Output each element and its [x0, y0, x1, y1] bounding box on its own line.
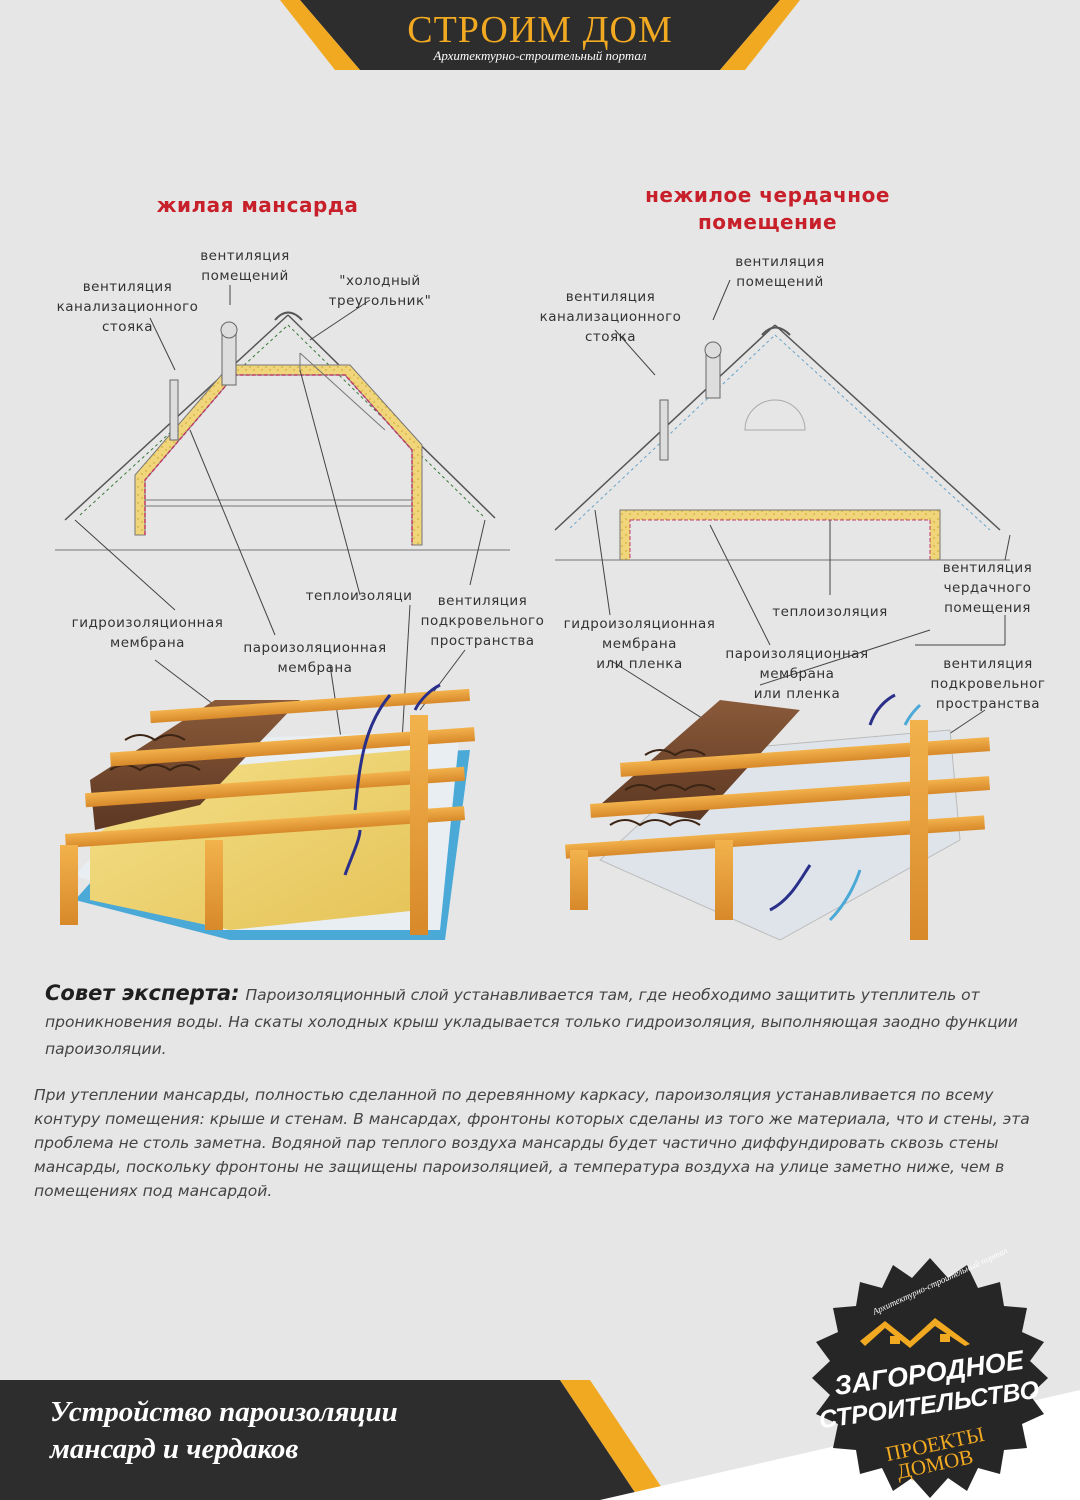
right-label-vapor: пароизоляционная мембрана или пленка — [725, 646, 869, 702]
right-diagram-title: нежилое чердачное помещение — [645, 183, 890, 234]
left-label-thermal: теплоизоляци — [305, 588, 413, 604]
left-diagram-title: жилая мансарда — [156, 193, 359, 217]
brand-logo[interactable]: Архитектурно-строительный портал ЗАГОРОД… — [800, 1245, 1050, 1500]
airflow-arrows — [343, 683, 922, 922]
left-label-waterproof: гидроизоляционная мембрана — [71, 615, 224, 651]
site-title[interactable]: СТРОИМ ДОМ — [407, 9, 673, 51]
left-roof-cutaway — [60, 688, 476, 940]
left-label-vent-rooms: вентиляция помещений — [200, 248, 290, 284]
roof-diagram-drawing — [55, 279, 1011, 941]
left-label-cold-triangle: "холодный треугольник" — [328, 273, 432, 309]
header-banner: СТРОИМ ДОМ Архитектурно-строительный пор… — [0, 0, 1080, 130]
right-label-vent-sewer: вентиляция канализационного стояка — [539, 289, 682, 345]
header-banner-shape — [280, 0, 800, 70]
expert-tip-heading: Совет эксперта: — [45, 981, 240, 1005]
right-label-waterproof: гидроизоляционная мембрана или пленка — [563, 616, 716, 672]
left-label-vent-sewer: вентиляция канализационного стояка — [56, 279, 199, 335]
right-label-thermal: теплоизоляция — [772, 604, 888, 620]
article-title-line1: Устройство пароизоляции — [50, 1396, 398, 1428]
right-label-vent-attic: вентиляция чердачного помещения — [942, 560, 1033, 616]
right-label-vent-under-roof: вентиляция подкровельног пространства — [930, 656, 1046, 712]
saw-blade-icon — [812, 1258, 1048, 1498]
left-label-vent-under-roof: вентиляция подкровельного пространства — [420, 593, 545, 649]
right-roof-section — [554, 324, 1010, 561]
roof-diagram: жилая мансарда нежилое чердачное помещен… — [0, 140, 1080, 960]
right-label-vent-rooms: вентиляция помещений — [735, 254, 825, 290]
site-subtitle: Архитектурно-строительный портал — [433, 48, 647, 63]
left-label-vapor: пароизоляционная мембрана — [243, 640, 387, 676]
left-roof-section — [55, 311, 510, 551]
right-roof-cutaway — [565, 700, 991, 941]
article-title-line2: мансард и чердаков — [50, 1433, 299, 1465]
body-paragraph: При утеплении мансарды, полностью сделан… — [34, 1086, 1030, 1200]
expert-tip: Совет эксперта:Пароизоляционный слой уст… — [45, 980, 1035, 1063]
expert-tip-text: Пароизоляционный слой устанавливается та… — [45, 986, 1018, 1058]
article-title: Устройство пароизоляции мансард и чердак… — [50, 1394, 610, 1468]
